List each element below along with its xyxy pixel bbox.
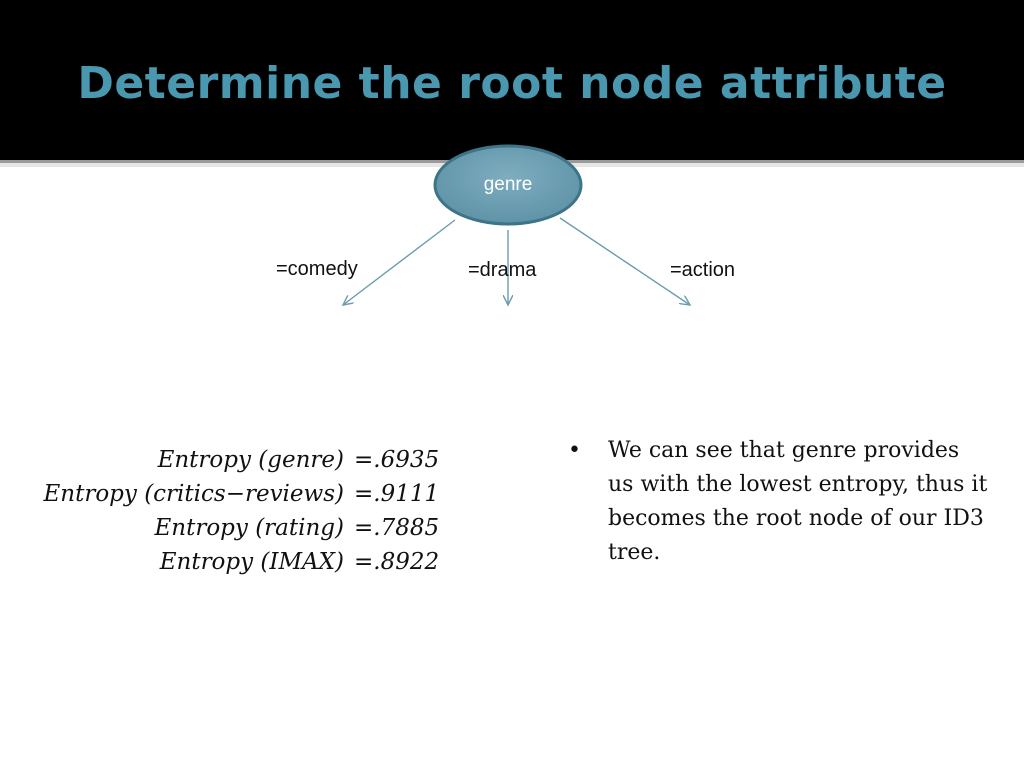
entropy-equations: Entropy (genre) =.6935 Entropy (critics−… <box>20 443 450 579</box>
branch-arrow-comedy <box>343 219 456 305</box>
bullet-marker: • <box>568 438 581 463</box>
entropy-row: Entropy (genre) =.6935 <box>20 443 450 477</box>
root-node-label: genre <box>483 174 533 195</box>
entropy-label: Entropy (genre) <box>157 447 344 473</box>
entropy-value: =.9111 <box>354 481 440 507</box>
root-node <box>433 144 583 226</box>
entropy-label: Entropy (critics−reviews) <box>43 481 344 507</box>
entropy-row: Entropy (IMAX) =.8922 <box>20 545 450 579</box>
branch-arrow-action <box>559 217 690 305</box>
entropy-label: Entropy (IMAX) <box>159 549 344 575</box>
branch-label-comedy: =comedy <box>276 258 358 280</box>
slide-title: Determine the root node attribute <box>77 58 947 109</box>
entropy-label: Entropy (rating) <box>154 515 344 541</box>
branch-label-drama: =drama <box>468 259 537 281</box>
entropy-value: =.7885 <box>354 515 440 541</box>
entropy-value: =.8922 <box>354 549 440 575</box>
entropy-row: Entropy (rating) =.7885 <box>20 511 450 545</box>
bullet-point: • We can see that genre provides us with… <box>568 434 988 570</box>
entropy-value: =.6935 <box>354 447 440 473</box>
bullet-text: We can see that genre provides us with t… <box>608 438 988 565</box>
entropy-row: Entropy (critics−reviews) =.9111 <box>20 477 450 511</box>
branch-label-action: =action <box>670 259 736 281</box>
